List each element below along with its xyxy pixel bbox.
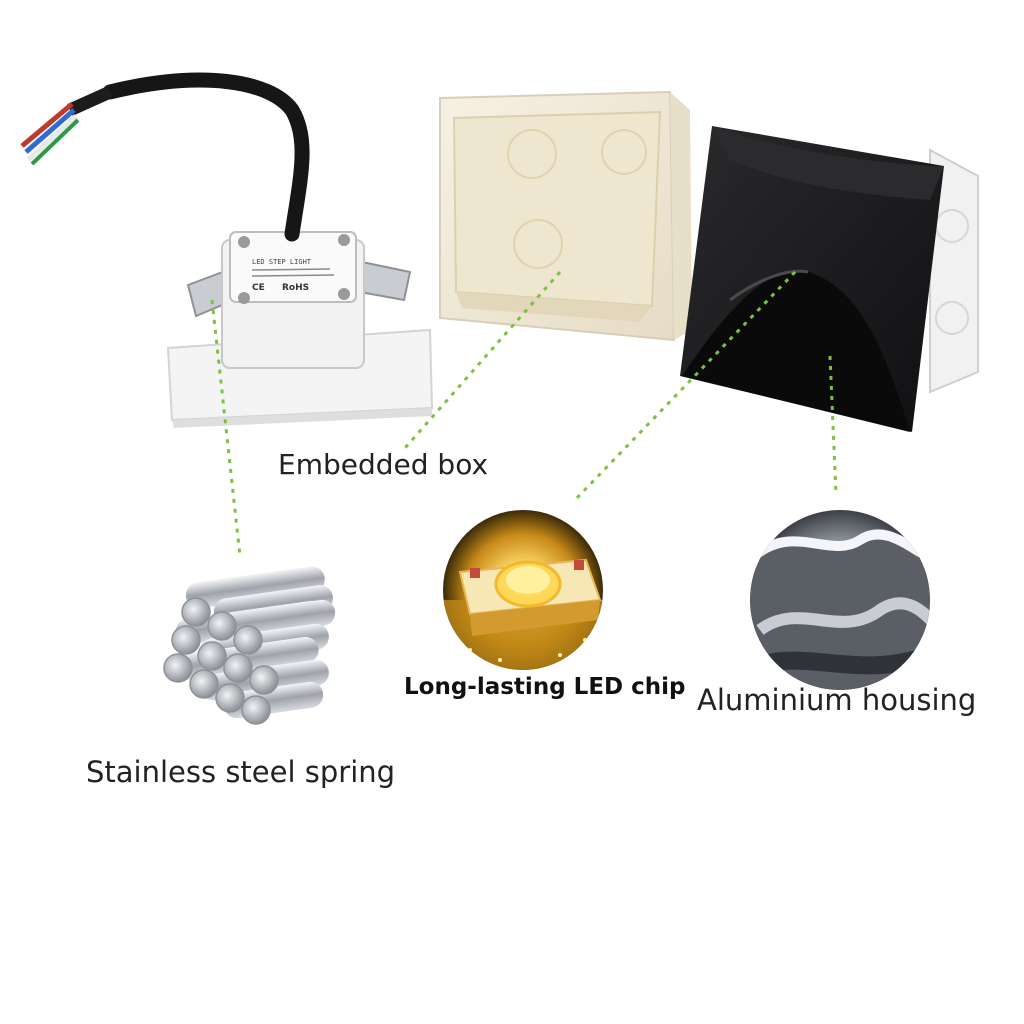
knockout-hole-icon: [513, 219, 563, 269]
wire-blue: [24, 108, 76, 154]
spring-clip-right: [358, 260, 412, 302]
leader-line-led-chip: [573, 270, 797, 502]
wire-white: [26, 114, 78, 162]
knockout-hole-icon: [507, 129, 557, 179]
driver-spec-label: LED STEP LIGHT CE RoHS: [251, 258, 335, 293]
knockout-hole-icon: [601, 129, 647, 175]
embedded-box: [439, 90, 692, 342]
led-chip-image: [443, 510, 603, 670]
leader-line-aluminium: [828, 355, 838, 495]
wire-green: [30, 118, 80, 166]
wire-red: [20, 102, 74, 148]
stainless-steel-rods-image: [163, 566, 336, 725]
embedded-box-label: Embedded box: [278, 448, 489, 481]
light-opening: [682, 270, 910, 432]
aluminium-housing-label: Aluminium housing: [697, 683, 977, 717]
leader-line-spring: [210, 299, 242, 557]
stainless-spring-label: Stainless steel spring: [86, 755, 396, 789]
led-driver-unit: LED STEP LIGHT CE RoHS: [20, 72, 434, 428]
aluminium-step-light: [680, 126, 979, 432]
aluminium-profile-image: [750, 510, 930, 690]
screw-icon: [238, 236, 250, 248]
led-chip-label: Long-lasting LED chip: [404, 674, 686, 700]
screw-icon: [338, 234, 350, 246]
screw-icon: [238, 292, 250, 304]
rohs-mark: RoHS: [282, 283, 309, 293]
leader-lines: [210, 270, 838, 557]
driver-label-title: LED STEP LIGHT: [252, 258, 312, 266]
power-cable: [102, 72, 310, 242]
screw-icon: [338, 288, 350, 300]
ce-mark: CE: [252, 283, 265, 293]
